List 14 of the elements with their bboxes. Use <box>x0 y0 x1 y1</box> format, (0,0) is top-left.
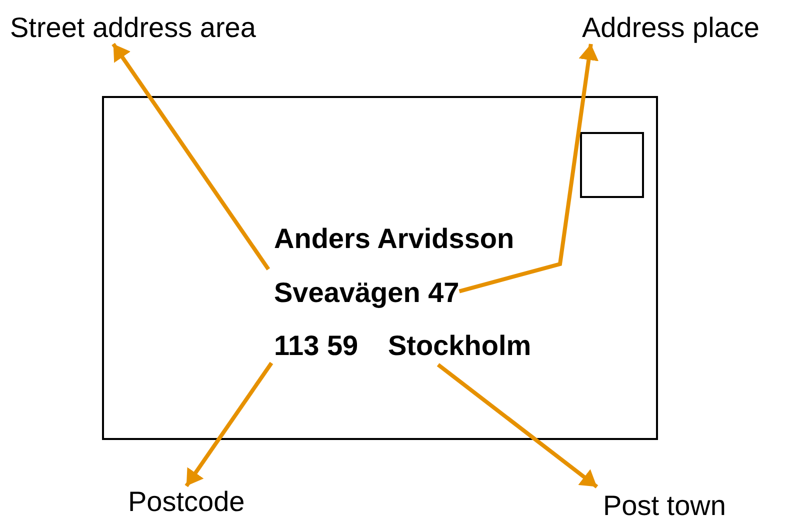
label-text: Street address area <box>10 12 256 44</box>
address-line: Sveavägen 47 <box>274 276 460 310</box>
label-text: Post town <box>603 490 726 519</box>
stamp-square <box>580 132 644 198</box>
leader-arrow <box>436 363 598 488</box>
label-text: Address place <box>582 12 760 44</box>
address-line: Stockholm <box>388 329 532 363</box>
leader-arrow <box>458 44 599 294</box>
label-text: Postcode <box>128 486 245 518</box>
leader-arrow <box>184 362 274 488</box>
envelope <box>102 96 658 440</box>
address-line: 113 59 <box>274 329 358 363</box>
address-line: Anders Arvidsson <box>274 222 514 256</box>
leader-arrow <box>112 42 270 270</box>
